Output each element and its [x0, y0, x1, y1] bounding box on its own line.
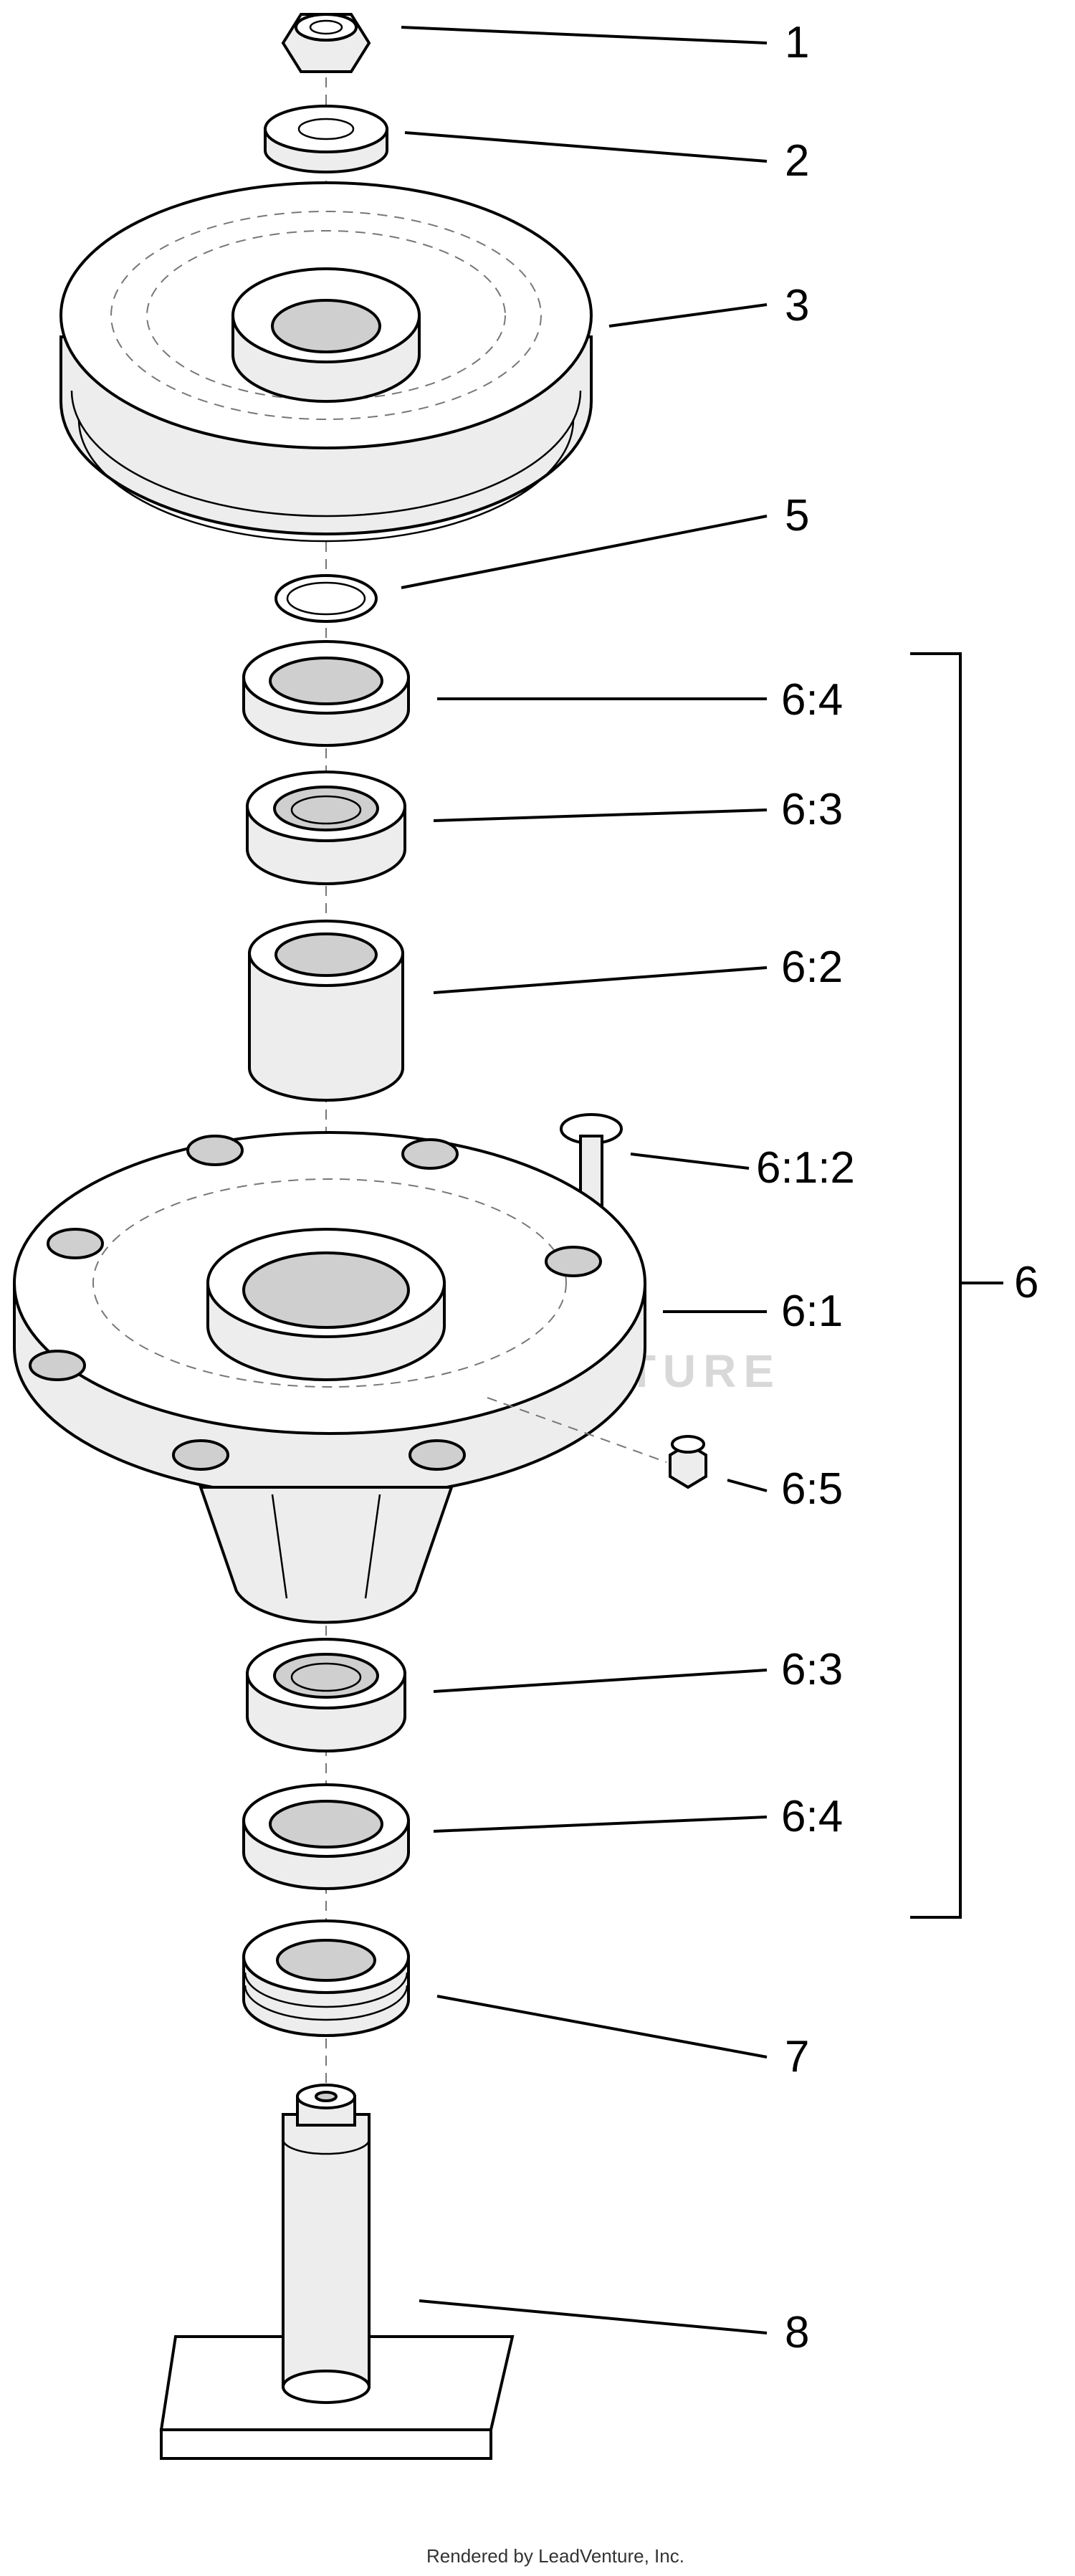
- leader-6-4-bottom: [433, 1816, 768, 1833]
- part-8-spindle-shaft[interactable]: [159, 2084, 515, 2460]
- callout-1: 1: [785, 18, 809, 67]
- part-3-pulley[interactable]: [59, 181, 593, 543]
- callout-8: 8: [785, 2308, 809, 2357]
- part-6-4-seal-bottom[interactable]: [242, 1783, 410, 1890]
- callout-6-3-bottom: 6:3: [781, 1645, 843, 1694]
- part-6-4-seal-top[interactable]: [242, 640, 410, 747]
- callout-6-5: 6:5: [781, 1464, 843, 1514]
- part-5-snap-ring[interactable]: [274, 574, 378, 623]
- leader-6-5: [727, 1479, 768, 1492]
- callout-6-1: 6:1: [781, 1287, 843, 1336]
- callout-6-3-top: 6:3: [781, 785, 843, 834]
- part-6-3-bearing-top[interactable]: [246, 771, 406, 885]
- callout-2: 2: [785, 136, 809, 186]
- part-7-spacer[interactable]: [242, 1919, 410, 2037]
- part-6-3-bearing-bottom[interactable]: [246, 1638, 406, 1752]
- leader-6-1-2: [630, 1153, 750, 1170]
- rendered-by-footer: Rendered by LeadVenture, Inc.: [426, 2545, 684, 2567]
- part-6-1-housing[interactable]: [13, 1131, 646, 1624]
- callout-6-1-2: 6:1:2: [756, 1143, 855, 1193]
- leader-6-3-bottom: [433, 1669, 768, 1693]
- group-6-bracket: [910, 652, 962, 1919]
- part-2-washer[interactable]: [264, 105, 388, 173]
- leader-6-3-top: [433, 808, 768, 822]
- callout-6-4-bottom: 6:4: [781, 1792, 843, 1841]
- leader-6-2: [433, 966, 768, 994]
- callout-6-2: 6:2: [781, 943, 843, 992]
- leader-5: [401, 515, 768, 589]
- callout-7: 7: [785, 2032, 809, 2081]
- part-6-5-grease-fitting[interactable]: [487, 1397, 707, 1489]
- leader-3: [608, 303, 768, 328]
- callout-3: 3: [785, 281, 809, 330]
- leader-7: [436, 1995, 768, 2059]
- callout-5: 5: [785, 491, 809, 540]
- part-1-hex-nut[interactable]: [281, 13, 371, 73]
- leader-8: [419, 2299, 768, 2334]
- part-6-1-2-pin[interactable]: [560, 1113, 623, 1213]
- leader-2: [404, 131, 768, 163]
- leader-1: [401, 26, 768, 44]
- part-6-2-spacer[interactable]: [248, 920, 404, 1102]
- callout-6-group: 6: [1014, 1258, 1038, 1307]
- callout-6-4-top: 6:4: [781, 675, 843, 725]
